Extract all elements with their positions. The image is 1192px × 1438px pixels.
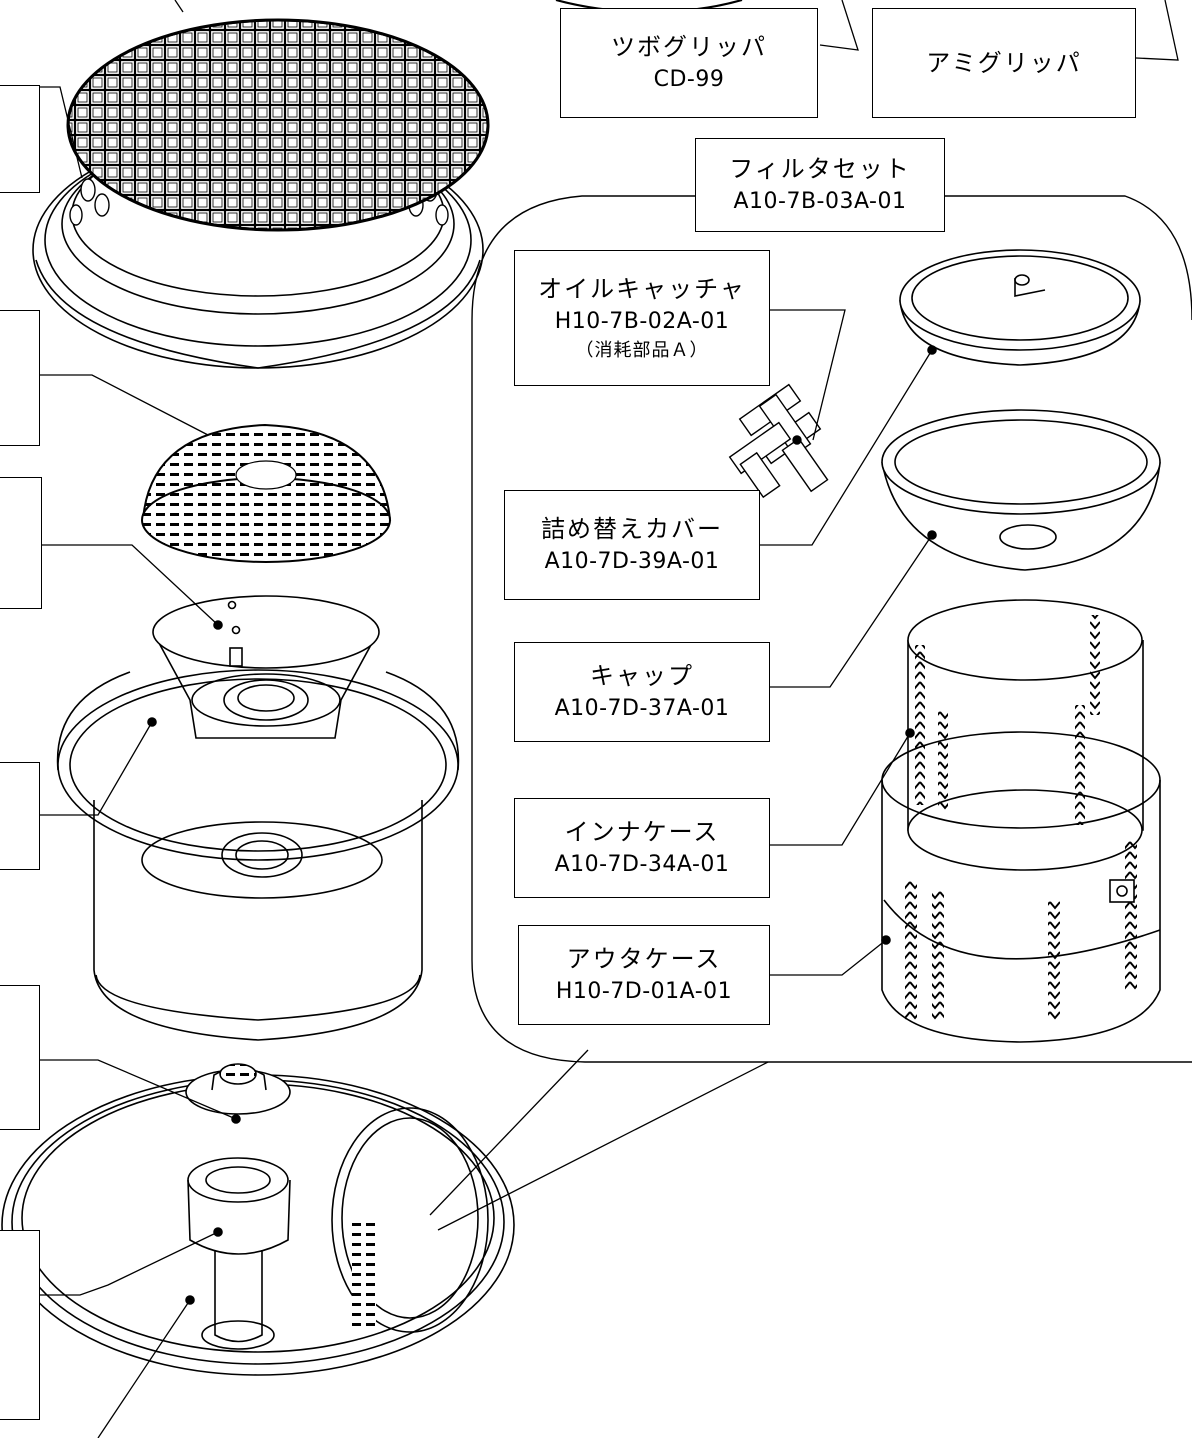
oil-catcher-note: （消耗部品Ａ） <box>575 340 709 362</box>
label-inner-case: インナケース A10-7D-34A-01 <box>514 798 770 898</box>
inner-case-name: インナケース <box>564 817 720 846</box>
grill-net <box>66 18 490 232</box>
ami-gripper-name: アミグリッパ <box>926 48 1082 77</box>
tsubo-gripper-name: ツボグリッパ <box>611 32 767 61</box>
oil-catcher-part-no: H10-7B-02A-01 <box>554 309 730 335</box>
cap-part-no: A10-7D-37A-01 <box>554 696 730 722</box>
label-ami-gripper: アミグリッパ <box>872 8 1136 118</box>
cap-name: キャップ <box>590 661 694 690</box>
label-outer-case: アウタケース H10-7D-01A-01 <box>518 925 770 1025</box>
filter-set-enclosure <box>471 195 1192 1063</box>
outer-case-part <box>881 731 1161 1043</box>
inner-case-part <box>905 599 1144 871</box>
outer-case-part-no: H10-7D-01A-01 <box>555 979 733 1005</box>
inner-case-part-no: A10-7D-34A-01 <box>554 852 730 878</box>
cap-part <box>881 409 1161 571</box>
leader-lines <box>10 0 1179 1438</box>
refill-cover-part <box>899 249 1141 366</box>
label-stub-5 <box>0 985 40 1130</box>
refill-cover-part-no: A10-7D-39A-01 <box>544 549 720 575</box>
label-tsubo-gripper: ツボグリッパ CD-99 <box>560 8 818 118</box>
label-stub-3 <box>0 477 42 609</box>
label-refill-cover: 詰め替えカバー A10-7D-39A-01 <box>504 490 760 600</box>
basket <box>56 620 460 1041</box>
oil-catcher-name: オイルキャッチャ <box>538 274 746 303</box>
perforated-dome <box>141 423 392 563</box>
outer-case-name: アウタケース <box>566 944 722 973</box>
label-stub-2 <box>0 310 40 446</box>
label-stub-6 <box>0 1230 40 1420</box>
refill-cover-name: 詰め替えカバー <box>541 514 723 543</box>
filter-set-name: フィルタセット <box>729 154 911 183</box>
label-oil-catcher: オイルキャッチャ H10-7B-02A-01 （消耗部品Ａ） <box>514 250 770 386</box>
label-filter-set: フィルタセット A10-7B-03A-01 <box>695 138 945 232</box>
funnel-cup <box>152 595 380 739</box>
oil-catcher-part <box>728 383 829 499</box>
filter-set-part-no: A10-7B-03A-01 <box>733 189 907 215</box>
tsubo-gripper-part-no: CD-99 <box>653 67 725 93</box>
base-tray <box>1 1063 515 1376</box>
label-stub-1 <box>0 85 40 193</box>
label-stub-4 <box>0 762 40 870</box>
label-cap: キャップ A10-7D-37A-01 <box>514 642 770 742</box>
